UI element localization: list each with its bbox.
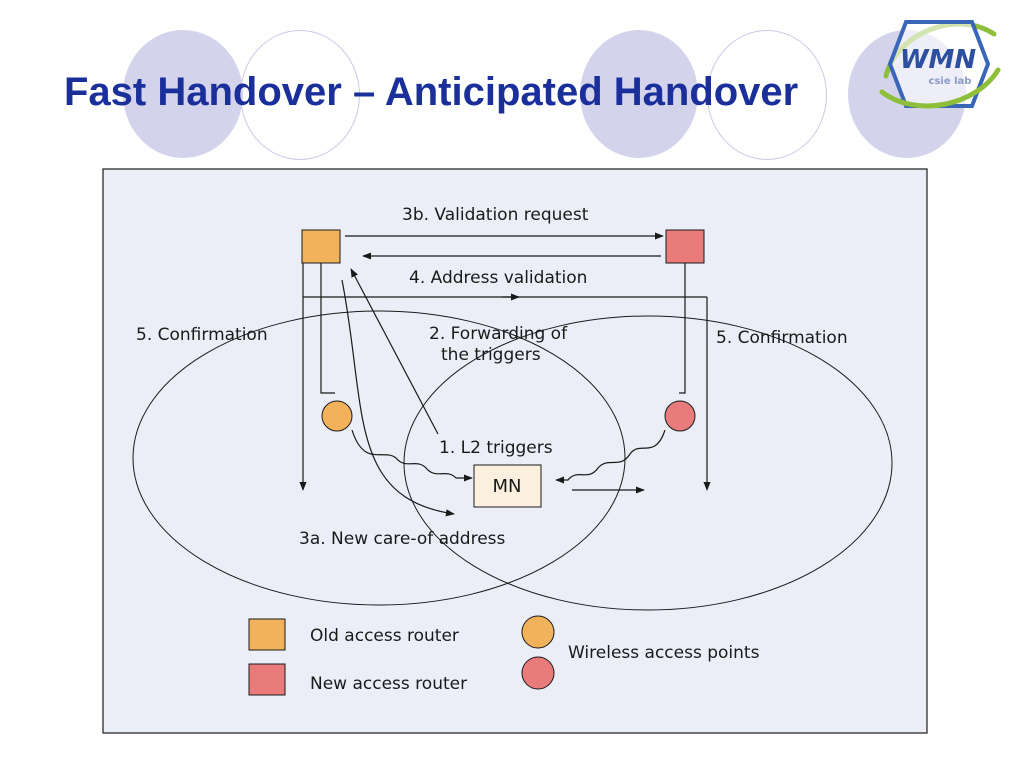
forwarding-triggers-arrow	[350, 268, 439, 435]
legend-old-router-label: Old access router	[310, 626, 459, 646]
address-validation-label: 4. Address validation	[409, 268, 587, 288]
old-router-ap-link	[320, 263, 335, 394]
confirmation-label-right: 5. Confirmation	[716, 328, 848, 348]
l2-triggers-label: 1. L2 triggers	[439, 438, 553, 458]
old-access-point	[321, 400, 353, 432]
new-access-point	[664, 400, 696, 432]
page-title: Fast Handover – Anticipated Handover	[64, 70, 799, 114]
old-coverage-area	[132, 310, 626, 606]
legend-new-router-swatch	[248, 663, 286, 696]
legend-new-router-label: New access router	[310, 674, 467, 694]
old-ap-wireless-link	[351, 429, 473, 482]
forwarding-label-line1: 2. Forwarding of	[429, 324, 568, 344]
legend-old-router-swatch	[248, 618, 286, 651]
legend-new-ap-swatch	[521, 656, 555, 690]
decorative-circle	[123, 30, 243, 158]
logo-subtext: csie lab	[929, 76, 972, 87]
new-ap-wireless-link	[555, 429, 666, 484]
legend-old-ap-swatch	[521, 615, 555, 649]
new-coa-arrow	[341, 279, 455, 517]
new-router-ap-link	[679, 263, 686, 394]
decorative-circle	[240, 30, 360, 160]
new-access-router	[665, 229, 705, 264]
new-coa-label: 3a. New care-of address	[299, 529, 506, 549]
mobile-node-box	[473, 464, 542, 508]
legend-wireless-ap-label: Wireless access points	[568, 643, 760, 663]
wmn-logo: WMN csie lab	[879, 20, 1001, 109]
old-access-router	[301, 229, 341, 264]
diagram-panel	[102, 168, 928, 734]
handover-diagram: 3b. Validation request 4. Address valida…	[102, 168, 928, 734]
decorative-circle	[580, 30, 698, 158]
logo-text: WMN	[900, 45, 977, 75]
forwarding-label-line2: the triggers	[441, 345, 541, 365]
mobile-node-label: MN	[493, 476, 522, 497]
validation-request-label: 3b. Validation request	[402, 205, 589, 225]
decorative-circle	[707, 30, 827, 160]
confirmation-label-left: 5. Confirmation	[136, 325, 268, 345]
